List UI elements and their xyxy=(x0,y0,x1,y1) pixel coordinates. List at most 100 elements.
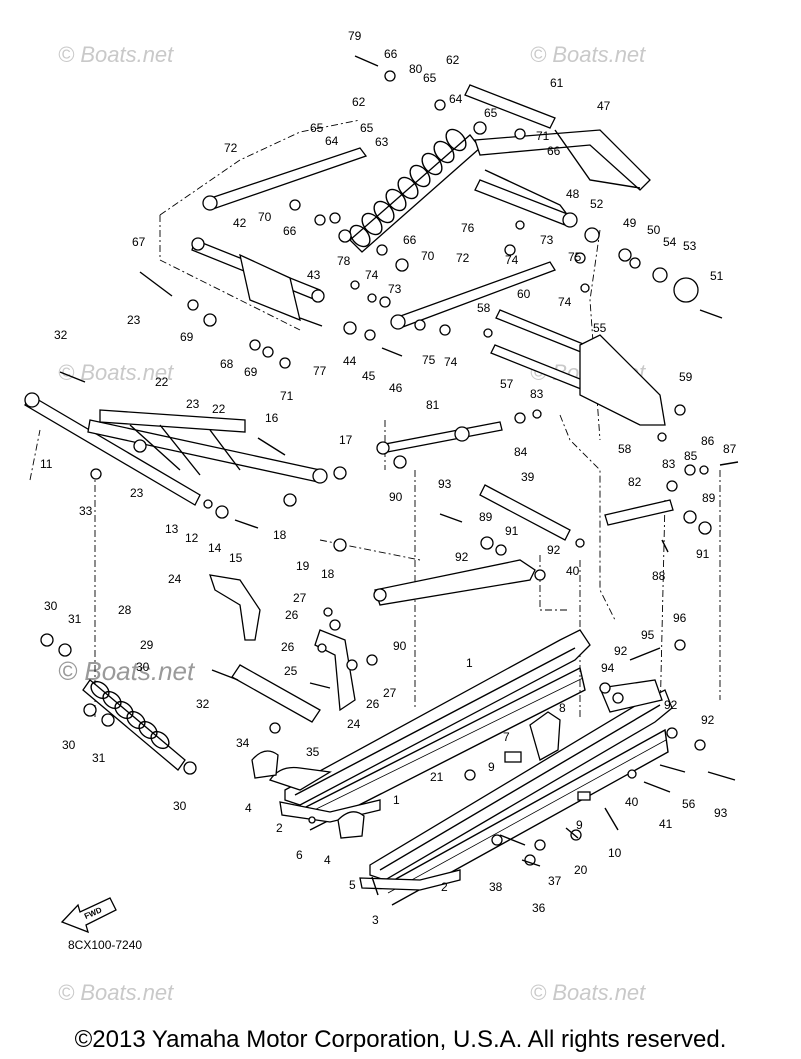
part-label: 93 xyxy=(714,806,728,820)
part-label: 84 xyxy=(514,445,528,459)
part-label: 15 xyxy=(229,551,243,565)
part-label: 92 xyxy=(701,713,715,727)
part-label: 31 xyxy=(68,612,82,626)
part-label: 33 xyxy=(79,504,93,518)
part-label: 72 xyxy=(224,141,238,155)
part-label: 29 xyxy=(140,638,154,652)
part-label: 5 xyxy=(349,878,356,892)
part-label: 81 xyxy=(426,398,440,412)
part-label: 58 xyxy=(477,301,491,315)
part-label: 65 xyxy=(423,71,437,85)
part-label: 46 xyxy=(389,381,403,395)
block xyxy=(504,751,522,763)
part-label: 75 xyxy=(568,250,582,264)
wear-bar xyxy=(359,869,461,891)
part-label: 40 xyxy=(625,795,639,809)
small-hardware xyxy=(40,70,712,866)
part-label: 87 xyxy=(723,442,737,456)
shock-absorber-front xyxy=(82,679,197,775)
part-label: 3 xyxy=(372,913,379,927)
part-label: 38 xyxy=(489,880,503,894)
part-label: 58 xyxy=(618,442,632,456)
bracket xyxy=(579,334,666,426)
part-label: 30 xyxy=(44,599,58,613)
rod xyxy=(379,421,503,454)
part-label: 66 xyxy=(283,224,297,238)
part-label: 1 xyxy=(393,793,400,807)
part-label: 62 xyxy=(352,95,366,109)
watermark: © Boats.net xyxy=(58,656,196,686)
part-label: 57 xyxy=(500,377,514,391)
part-label: 43 xyxy=(307,268,321,282)
part-label: 18 xyxy=(273,528,287,542)
copyright-notice: ©2013 Yamaha Motor Corporation, U.S.A. A… xyxy=(74,1026,727,1053)
slider-block xyxy=(337,811,365,839)
part-label: 26 xyxy=(281,640,295,654)
part-label: 11 xyxy=(40,457,53,471)
part-label: 2 xyxy=(441,880,448,894)
part-label: 9 xyxy=(576,818,583,832)
part-label: 49 xyxy=(623,216,637,230)
part-label: 25 xyxy=(284,664,298,678)
fwd-arrow: FWD xyxy=(60,897,117,934)
part-label: 94 xyxy=(601,661,615,675)
slider-block xyxy=(251,750,279,779)
front-arm xyxy=(191,237,325,322)
part-label: 7 xyxy=(503,730,510,744)
arm-assembly xyxy=(474,129,651,191)
part-labels: 1 1 2 2 3 4 4 5 6 7 8 9 9 10 11 12 13 14… xyxy=(40,29,737,927)
watermark: © Boats.net xyxy=(58,42,174,67)
part-label: 82 xyxy=(628,475,642,489)
part-label: 92 xyxy=(455,550,469,564)
part-label: 75 xyxy=(422,353,436,367)
part-label: 23 xyxy=(186,397,200,411)
part-label: 92 xyxy=(664,698,678,712)
part-label: 9 xyxy=(488,760,495,774)
part-label: 66 xyxy=(384,47,398,61)
part-label: 10 xyxy=(608,846,622,860)
bracket xyxy=(529,711,561,761)
part-label: 48 xyxy=(566,187,580,201)
part-label: 68 xyxy=(220,357,234,371)
part-label: 67 xyxy=(132,235,146,249)
watermark: © Boats.net xyxy=(58,360,174,385)
part-label: 62 xyxy=(446,53,460,67)
bracket xyxy=(209,574,261,641)
part-label: 39 xyxy=(521,470,535,484)
slide-rail-left xyxy=(268,629,591,831)
part-label: 37 xyxy=(548,874,562,888)
part-label: 41 xyxy=(659,817,673,831)
part-label: 30 xyxy=(62,738,76,752)
bracket xyxy=(314,629,356,712)
part-label: 26 xyxy=(285,608,299,622)
link xyxy=(604,499,674,526)
part-label: 32 xyxy=(196,697,210,711)
part-label: 71 xyxy=(280,389,294,403)
part-label: 42 xyxy=(233,216,247,230)
part-label: 74 xyxy=(444,355,458,369)
part-label: 23 xyxy=(130,486,144,500)
part-label: 85 xyxy=(684,449,698,463)
part-label: 4 xyxy=(245,801,252,815)
part-label: 74 xyxy=(505,253,519,267)
rod xyxy=(374,559,536,606)
part-label: 61 xyxy=(550,76,564,90)
part-label: 65 xyxy=(360,121,374,135)
part-label: 71 xyxy=(536,129,550,143)
part-label: 74 xyxy=(365,268,379,282)
part-label: 69 xyxy=(244,365,258,379)
part-label: 26 xyxy=(366,697,380,711)
shaft xyxy=(464,84,556,129)
part-label: 73 xyxy=(540,233,554,247)
part-label: 63 xyxy=(375,135,389,149)
part-label: 93 xyxy=(438,477,452,491)
part-label: 70 xyxy=(421,249,435,263)
part-label: 89 xyxy=(479,510,493,524)
part-label: 89 xyxy=(702,491,716,505)
part-label: 27 xyxy=(383,686,397,700)
front-suspension-arm xyxy=(24,392,328,506)
part-label: 21 xyxy=(430,770,444,784)
part-label: 40 xyxy=(566,564,580,578)
diagram-code: 8CX100-7240 xyxy=(68,938,143,952)
